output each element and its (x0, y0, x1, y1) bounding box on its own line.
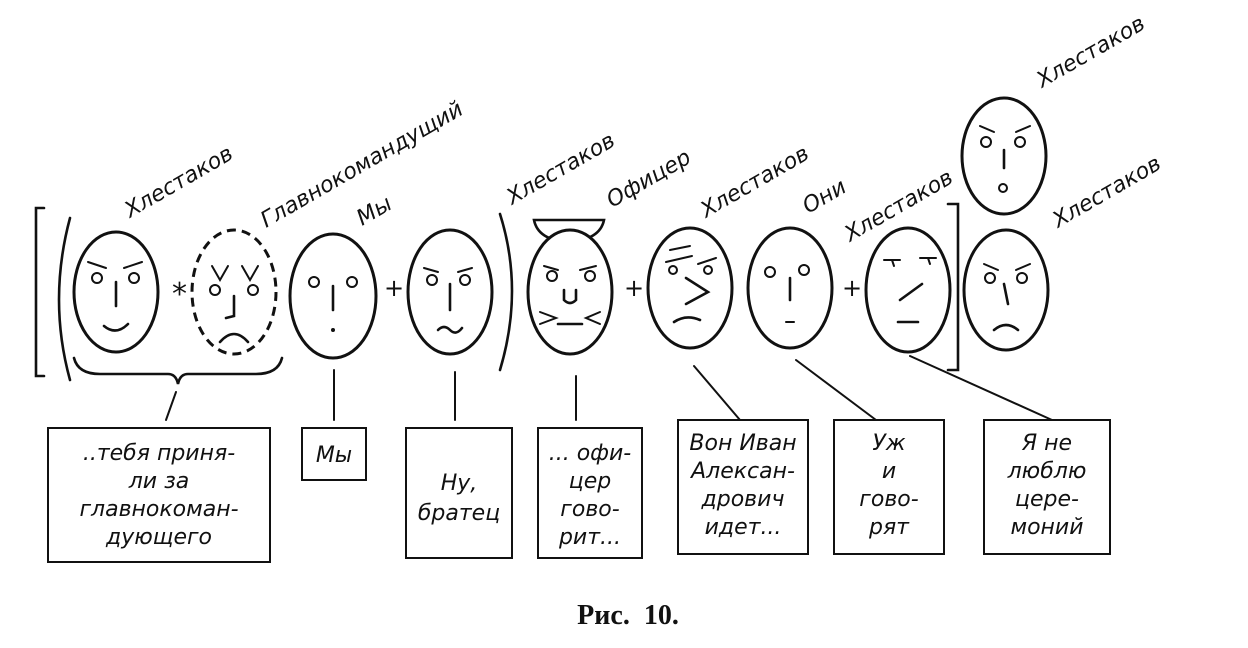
face-khlestakov-4 (406, 228, 494, 356)
label-we: Мы (353, 191, 397, 231)
svg-text:идет...: идет... (705, 515, 782, 540)
svg-text:братец: братец (418, 501, 500, 526)
svg-text:и: и (882, 459, 896, 484)
label-officer: Офицер (603, 145, 696, 213)
label-they: Они (799, 175, 851, 220)
text-box-2: Мы (301, 427, 367, 481)
label-khlestakov-6: Хлестаков (696, 141, 814, 224)
face-khlestakov-8 (864, 226, 952, 354)
face-commander (190, 228, 278, 356)
text-box-6: Уж и гово- рят (833, 419, 945, 555)
label-khlestakov-5: Хлестаков (502, 128, 620, 211)
connector-5 (693, 365, 741, 421)
outer-square-bracket-right (946, 202, 960, 372)
face-khlestakov-6 (646, 226, 734, 350)
label-khlestakov-9: Хлестаков (1032, 11, 1150, 94)
operator-plus-1: + (384, 274, 404, 302)
svg-text:Алексан-: Алексан- (689, 459, 795, 484)
face-khlestakov-10 (962, 228, 1050, 352)
paren-left (57, 216, 72, 382)
figure-caption: Рис. 10. (577, 600, 679, 631)
svg-text:рит...: рит... (558, 525, 621, 550)
connector-6 (795, 359, 877, 421)
svg-text:ли за: ли за (128, 469, 190, 494)
text-box-4: ... офи- цер гово- рит... (537, 427, 643, 559)
text-box-1: ..тебя приня- ли за главнокоман- дующего (47, 427, 271, 563)
paren-right (498, 212, 514, 372)
connector-7 (909, 355, 1053, 421)
svg-text:цер: цер (569, 469, 611, 494)
svg-text:моний: моний (1010, 515, 1083, 540)
operator-plus-3: + (842, 274, 862, 302)
svg-text:люблю: люблю (1007, 459, 1087, 484)
svg-text:рят: рят (868, 515, 910, 540)
face-khlestakov-1 (72, 230, 160, 354)
face-they (746, 226, 834, 350)
label-khlestakov-1: Хлестаков (120, 141, 238, 224)
svg-text:главнокоман-: главнокоман- (79, 497, 238, 522)
label-khlestakov-10: Хлестаков (1048, 151, 1166, 234)
operator-star: * (172, 277, 187, 312)
text-box-5: Вон Иван Алексан- дрович идет... (677, 419, 809, 555)
face-khlestakov-9 (960, 96, 1048, 216)
svg-text:дрович: дрович (701, 487, 785, 512)
svg-text:Вон Иван: Вон Иван (689, 431, 796, 456)
svg-text:гово-: гово- (560, 497, 619, 522)
svg-text:Ну,: Ну, (441, 471, 478, 496)
face-we (288, 232, 378, 360)
svg-text:гово-: гово- (859, 487, 918, 512)
svg-text:Уж: Уж (872, 431, 905, 456)
svg-text:Я не: Я не (1021, 431, 1072, 456)
svg-text:... офи-: ... офи- (549, 441, 632, 466)
svg-text:..тебя приня-: ..тебя приня- (83, 441, 235, 466)
text-box-7: Я не люблю цере- моний (983, 419, 1111, 555)
svg-text:цере-: цере- (1015, 487, 1079, 512)
text-box-3: Ну, братец (405, 427, 513, 559)
svg-text:дующего: дующего (105, 525, 212, 550)
svg-text:Мы: Мы (316, 443, 352, 468)
curly-brace (72, 356, 284, 385)
outer-square-bracket-left (34, 206, 46, 378)
operator-plus-2: + (624, 274, 644, 302)
face-officer (526, 218, 614, 356)
connector-1 (165, 391, 177, 421)
